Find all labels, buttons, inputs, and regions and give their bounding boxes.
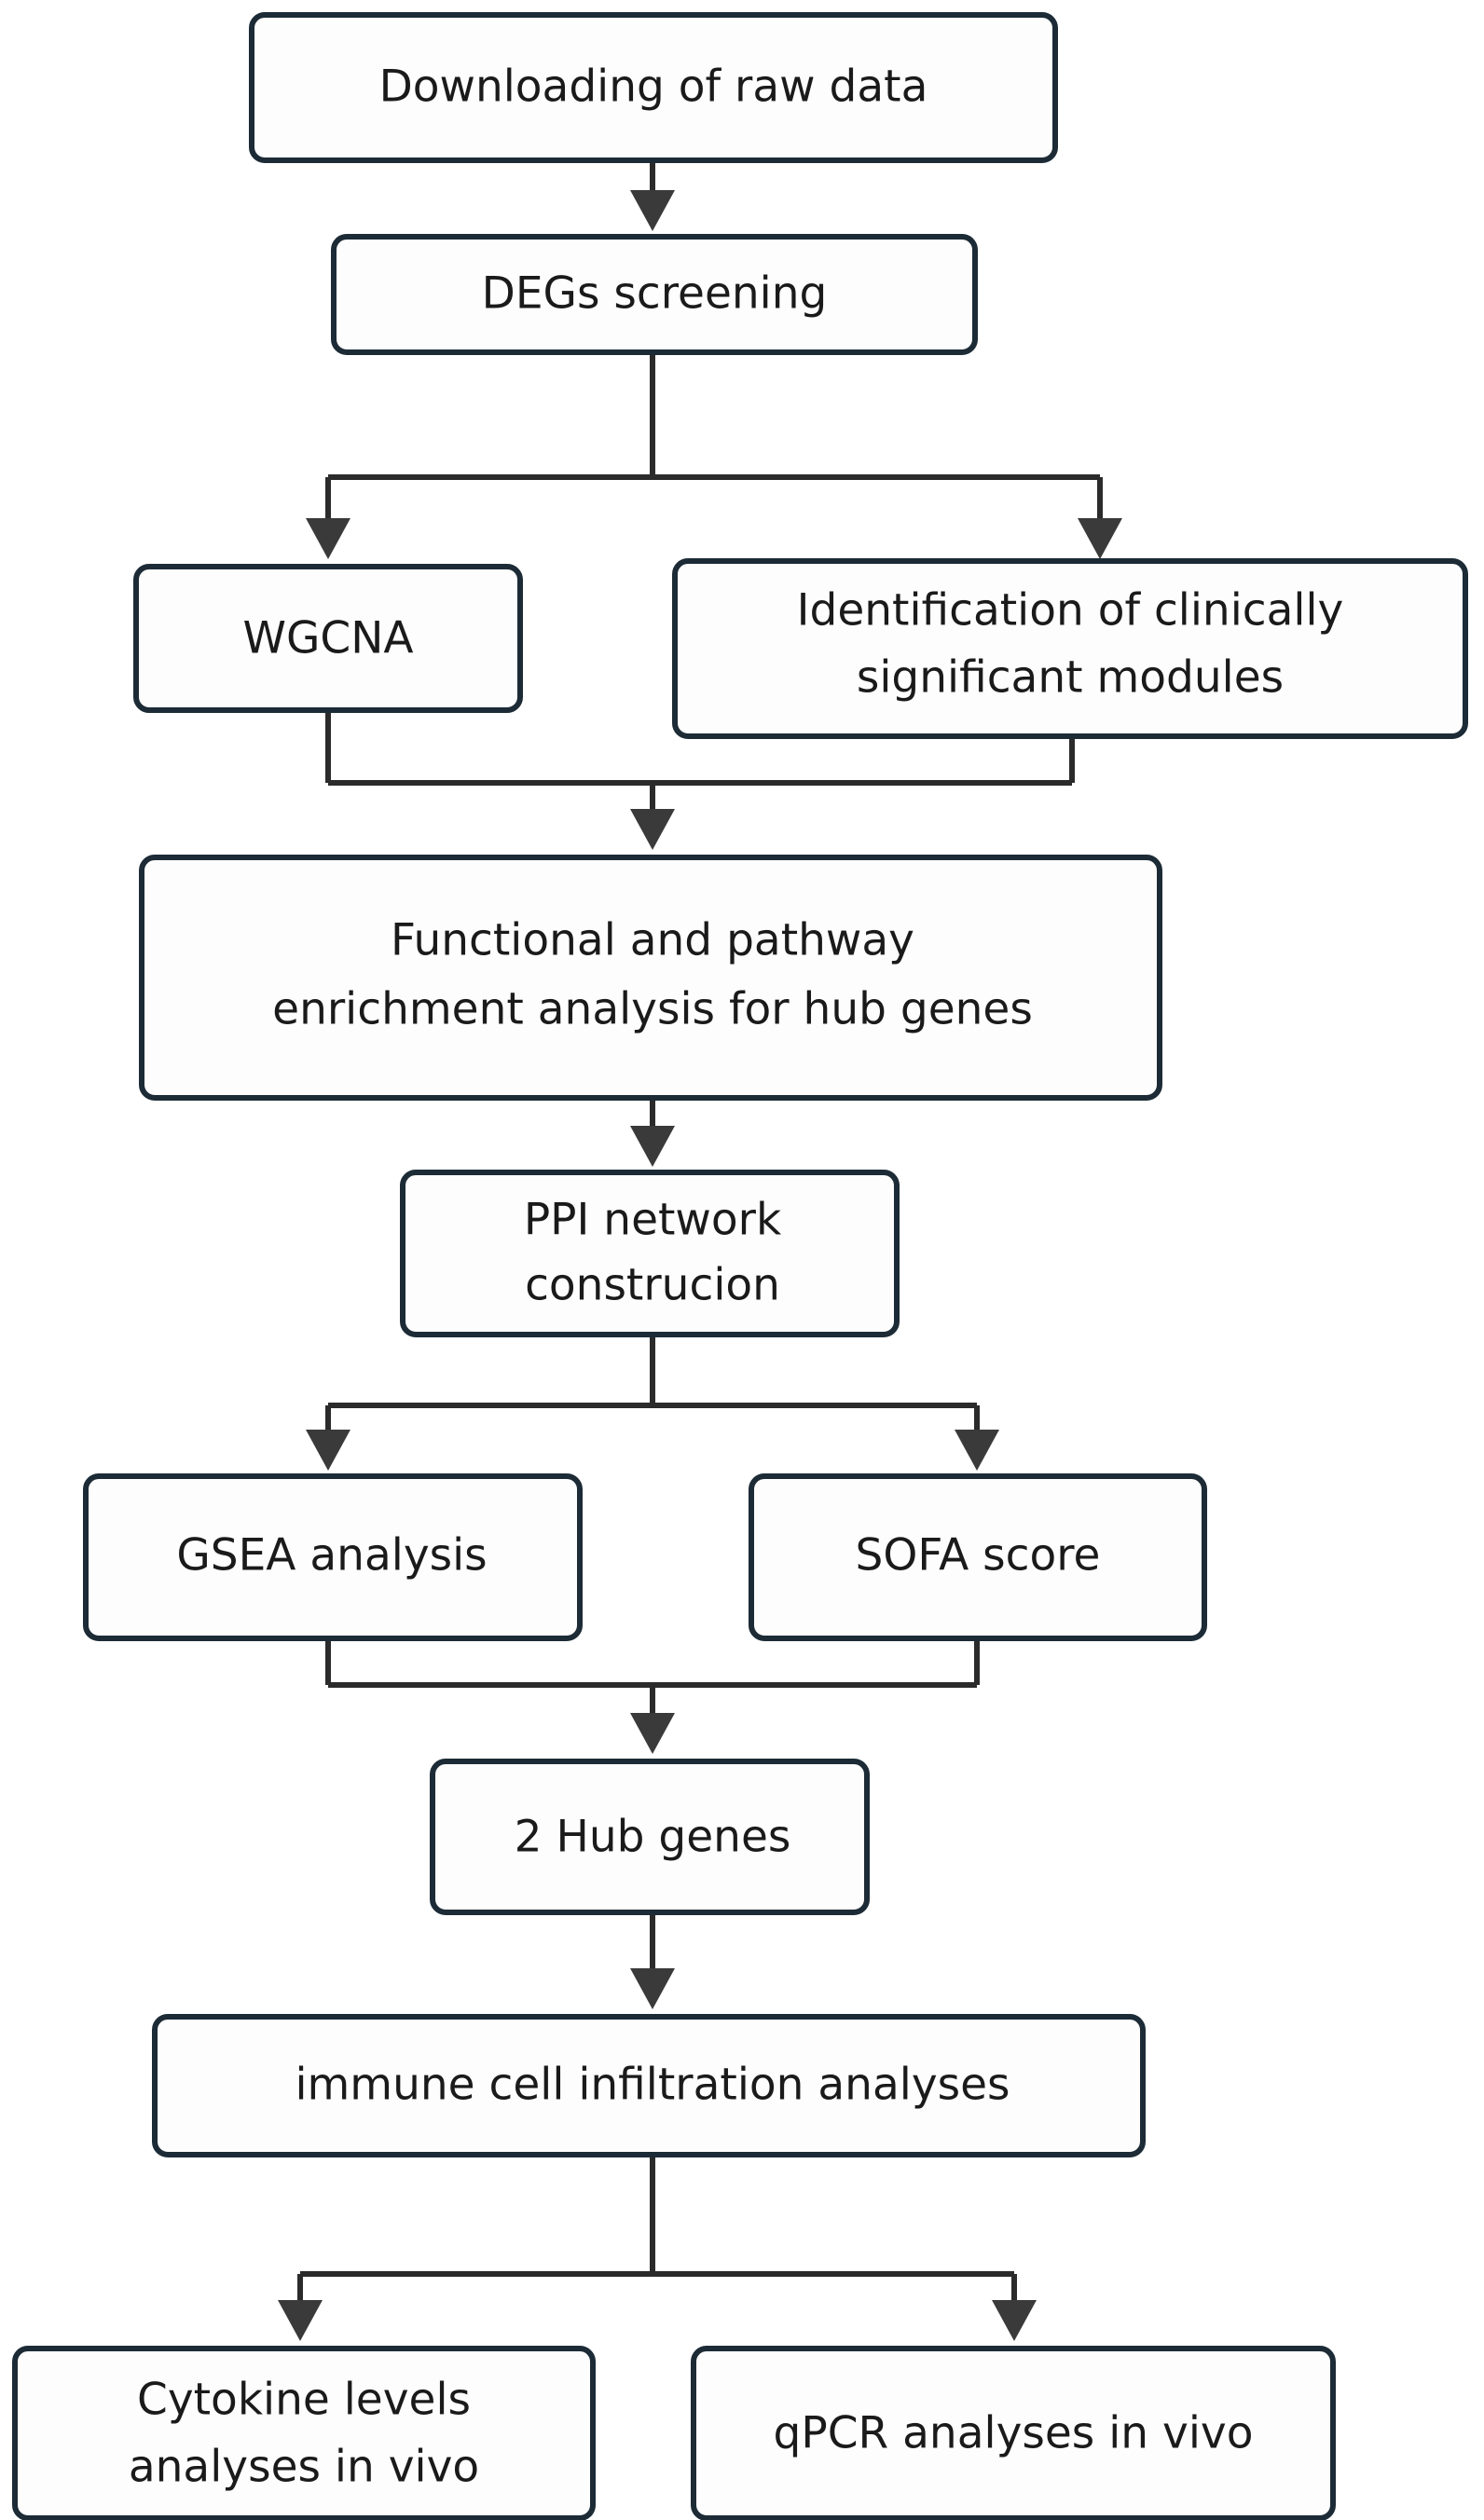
node-label-ppi-network-line2: construcion bbox=[525, 1260, 780, 1311]
node-box-immune-cell-infiltration[interactable] bbox=[152, 2014, 1146, 2157]
node-gsea-analysis[interactable]: GSEA analysis bbox=[83, 1473, 583, 1641]
node-label-sofa-score: SOFA score bbox=[856, 1530, 1101, 1582]
node-label-identification-modules-line1: Identification of clinically bbox=[797, 585, 1344, 637]
node-label-downloading-raw-data: Downloading of raw data bbox=[379, 62, 928, 113]
node-label-functional-enrichment-line1: Functional and pathway bbox=[391, 915, 914, 966]
node-qpcr-analyses[interactable]: qPCR analyses in vivo bbox=[691, 2346, 1336, 2520]
node-box-downloading-raw-data[interactable] bbox=[249, 12, 1058, 163]
edge-merge-to-functional bbox=[325, 710, 1075, 850]
edge-ppi-split bbox=[306, 1335, 999, 1471]
node-wgcna[interactable]: WGCNA bbox=[133, 564, 523, 713]
node-hub-genes[interactable]: 2 Hub genes bbox=[430, 1759, 870, 1915]
node-box-functional-enrichment[interactable] bbox=[139, 855, 1162, 1101]
edge-functional-to-ppi bbox=[630, 1098, 675, 1167]
node-label-gsea-analysis: GSEA analysis bbox=[176, 1530, 487, 1582]
edge-degs-split bbox=[306, 352, 1122, 559]
node-ppi-network[interactable]: PPI network construcion bbox=[400, 1170, 900, 1337]
node-label-degs-screening: DEGs screening bbox=[482, 268, 828, 320]
node-degs-screening[interactable]: DEGs screening bbox=[331, 234, 978, 355]
node-label-ppi-network-line1: PPI network bbox=[524, 1195, 782, 1246]
node-box-qpcr-analyses[interactable] bbox=[691, 2346, 1336, 2520]
node-cytokine-levels[interactable]: Cytokine levels analyses in vivo bbox=[12, 2346, 596, 2520]
node-label-identification-modules-line2: significant modules bbox=[857, 652, 1284, 704]
node-box-ppi-network[interactable] bbox=[400, 1170, 900, 1337]
edge-hubgenes-to-immune bbox=[630, 1912, 675, 2009]
node-box-sofa-score[interactable] bbox=[749, 1473, 1207, 1641]
edge-immune-split bbox=[278, 2155, 1037, 2341]
node-functional-enrichment[interactable]: Functional and pathway enrichment analys… bbox=[139, 855, 1162, 1101]
node-label-functional-enrichment-line2: enrichment analysis for hub genes bbox=[272, 984, 1033, 1035]
node-downloading-raw-data[interactable]: Downloading of raw data bbox=[249, 12, 1058, 163]
node-label-hub-genes: 2 Hub genes bbox=[515, 1812, 791, 1863]
node-box-identification-modules[interactable] bbox=[672, 558, 1468, 739]
node-label-cytokine-levels-line2: analyses in vivo bbox=[129, 2442, 479, 2493]
node-sofa-score[interactable]: SOFA score bbox=[749, 1473, 1207, 1641]
node-box-wgcna[interactable] bbox=[133, 564, 523, 713]
node-identification-modules[interactable]: Identification of clinically significant… bbox=[672, 558, 1468, 739]
node-label-qpcr-analyses: qPCR analyses in vivo bbox=[774, 2408, 1254, 2459]
node-box-degs-screening[interactable] bbox=[331, 234, 978, 355]
node-box-gsea-analysis[interactable] bbox=[83, 1473, 583, 1641]
node-label-immune-cell-infiltration: immune cell infiltration analyses bbox=[295, 2060, 1010, 2111]
node-label-cytokine-levels-line1: Cytokine levels bbox=[137, 2375, 471, 2426]
edge-merge-to-hubgenes bbox=[325, 1638, 980, 1754]
node-box-hub-genes[interactable] bbox=[430, 1759, 870, 1915]
edge-downloading-to-degs bbox=[630, 160, 675, 231]
node-immune-cell-infiltration[interactable]: immune cell infiltration analyses bbox=[152, 2014, 1146, 2157]
node-label-wgcna: WGCNA bbox=[242, 613, 413, 664]
node-box-cytokine-levels[interactable] bbox=[12, 2346, 596, 2520]
